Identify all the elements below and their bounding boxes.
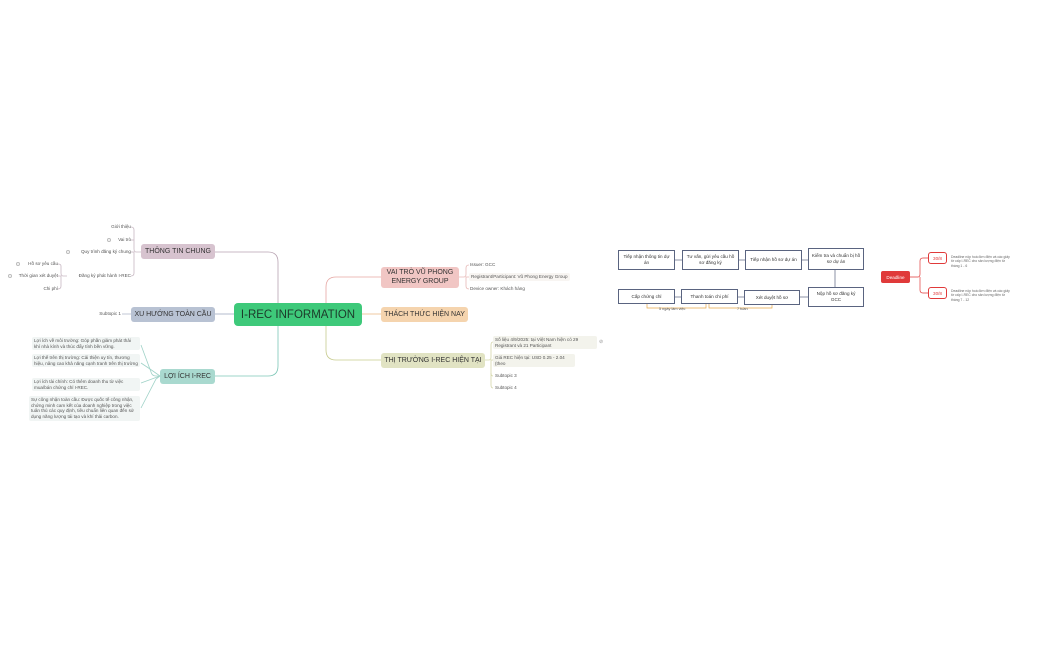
topic-vai-tro-vu-phong[interactable]: VAI TRÒ VŨ PHONG ENERGY GROUP [381, 267, 459, 288]
flow-step-1[interactable]: Tiếp nhận thông tin dự án [618, 250, 675, 270]
topic-xu-huong[interactable]: XU HƯỚNG TOÀN CẦU [131, 307, 215, 322]
leaf-cong-nhan-toan-cau[interactable]: Sự công nhận toàn cầu: Được quốc tế công… [29, 396, 140, 421]
topic-loi-ich[interactable]: LỢI ÍCH I-REC [160, 369, 215, 384]
leaf-vai-tro[interactable]: Vai trò [118, 237, 131, 242]
leaf-so-lieu[interactable]: Số liệu 4/9/2025: tại Việt Nam hiện có 2… [493, 336, 597, 350]
leaf-subtopic-1[interactable]: Subtopic 1 [99, 311, 121, 316]
leaf-registrant[interactable]: Registrant/Participant: Vũ Phong Energy … [469, 273, 570, 281]
flow-step-6[interactable]: Xét duyệt hồ sơ [744, 290, 800, 305]
leaf-subtopic-3[interactable]: Subtopic 3 [495, 373, 517, 378]
deadline-date-2[interactable]: 30/8 [928, 287, 947, 299]
leaf-ho-so-yeu-cau[interactable]: Hồ sơ yêu cầu [28, 261, 58, 266]
flow-step-3[interactable]: Tiếp nhận hồ sơ dự án [745, 250, 802, 270]
leaf-issuer[interactable]: Issuer: GCC [470, 262, 496, 267]
deadline-text-1: Deadline nộp hoá đơn điện và các giấy tờ… [951, 255, 1010, 268]
leaf-thoi-gian-xet-duyet[interactable]: Thời gian xét duyệt [18, 273, 58, 278]
link-icon[interactable]: ⊘ [599, 339, 604, 345]
leaf-gia-rec[interactable]: Giá REC hiện tại: USD 0.25 - 2.04 (theo [493, 354, 575, 368]
topic-thi-truong[interactable]: THỊ TRƯỜNG I-REC HIỆN TẠI [381, 353, 485, 368]
deadline-date-1[interactable]: 30/8 [928, 252, 947, 264]
collapse-dot[interactable] [107, 238, 111, 242]
flow-note-5-days: 5 ngày làm việc [659, 307, 686, 311]
collapse-dot[interactable] [16, 262, 20, 266]
leaf-subtopic-4[interactable]: Subtopic 4 [495, 385, 517, 390]
leaf-loi-ich-tai-chinh[interactable]: Lợi ích tài chính: Có thêm doanh thu từ … [32, 378, 140, 392]
leaf-chi-phi[interactable]: Chi phí [43, 286, 58, 291]
flow-step-8[interactable]: Cấp chứng chỉ [618, 289, 675, 304]
leaf-loi-the-thi-truong[interactable]: Lợi thế trên thị trường: Cải thiện uy tí… [32, 354, 140, 368]
deadline-root[interactable]: Deadline [881, 271, 910, 283]
leaf-loi-ich-moi-truong[interactable]: Lợi ích về môi trường: Góp phần giảm phá… [32, 337, 140, 351]
topic-thong-tin-chung[interactable]: THÔNG TIN CHUNG [141, 244, 215, 259]
leaf-gioi-thieu[interactable]: Giới thiệu [111, 224, 131, 229]
collapse-dot[interactable] [66, 250, 70, 254]
collapse-dot[interactable] [8, 274, 12, 278]
leaf-quy-trinh[interactable]: Quy trình đăng ký chung [80, 249, 131, 254]
flow-step-2[interactable]: Tư vấn, gửi yêu cầu hồ sơ đăng ký [682, 250, 739, 270]
flow-step-7[interactable]: Thanh toán chi phí [681, 289, 738, 304]
flow-note-7-weeks: 7 tuần [737, 307, 748, 311]
leaf-device-owner[interactable]: Device owner: Khách hàng [470, 286, 525, 291]
deadline-text-2: Deadline nộp hoá đơn điện và các giấy tờ… [951, 289, 1010, 302]
topic-thach-thuc[interactable]: THÁCH THỨC HIỆN NAY [381, 307, 468, 322]
central-topic[interactable]: I-REC INFORMATION [234, 303, 362, 326]
leaf-dang-ky-phat-hanh[interactable]: Đăng ký phát hành I-REC [78, 273, 131, 278]
flow-step-5[interactable]: Nộp hồ sơ đăng ký GCC [808, 287, 864, 307]
flow-step-4[interactable]: Kiểm tra và chuẩn bị hồ sơ dự án [808, 248, 864, 270]
